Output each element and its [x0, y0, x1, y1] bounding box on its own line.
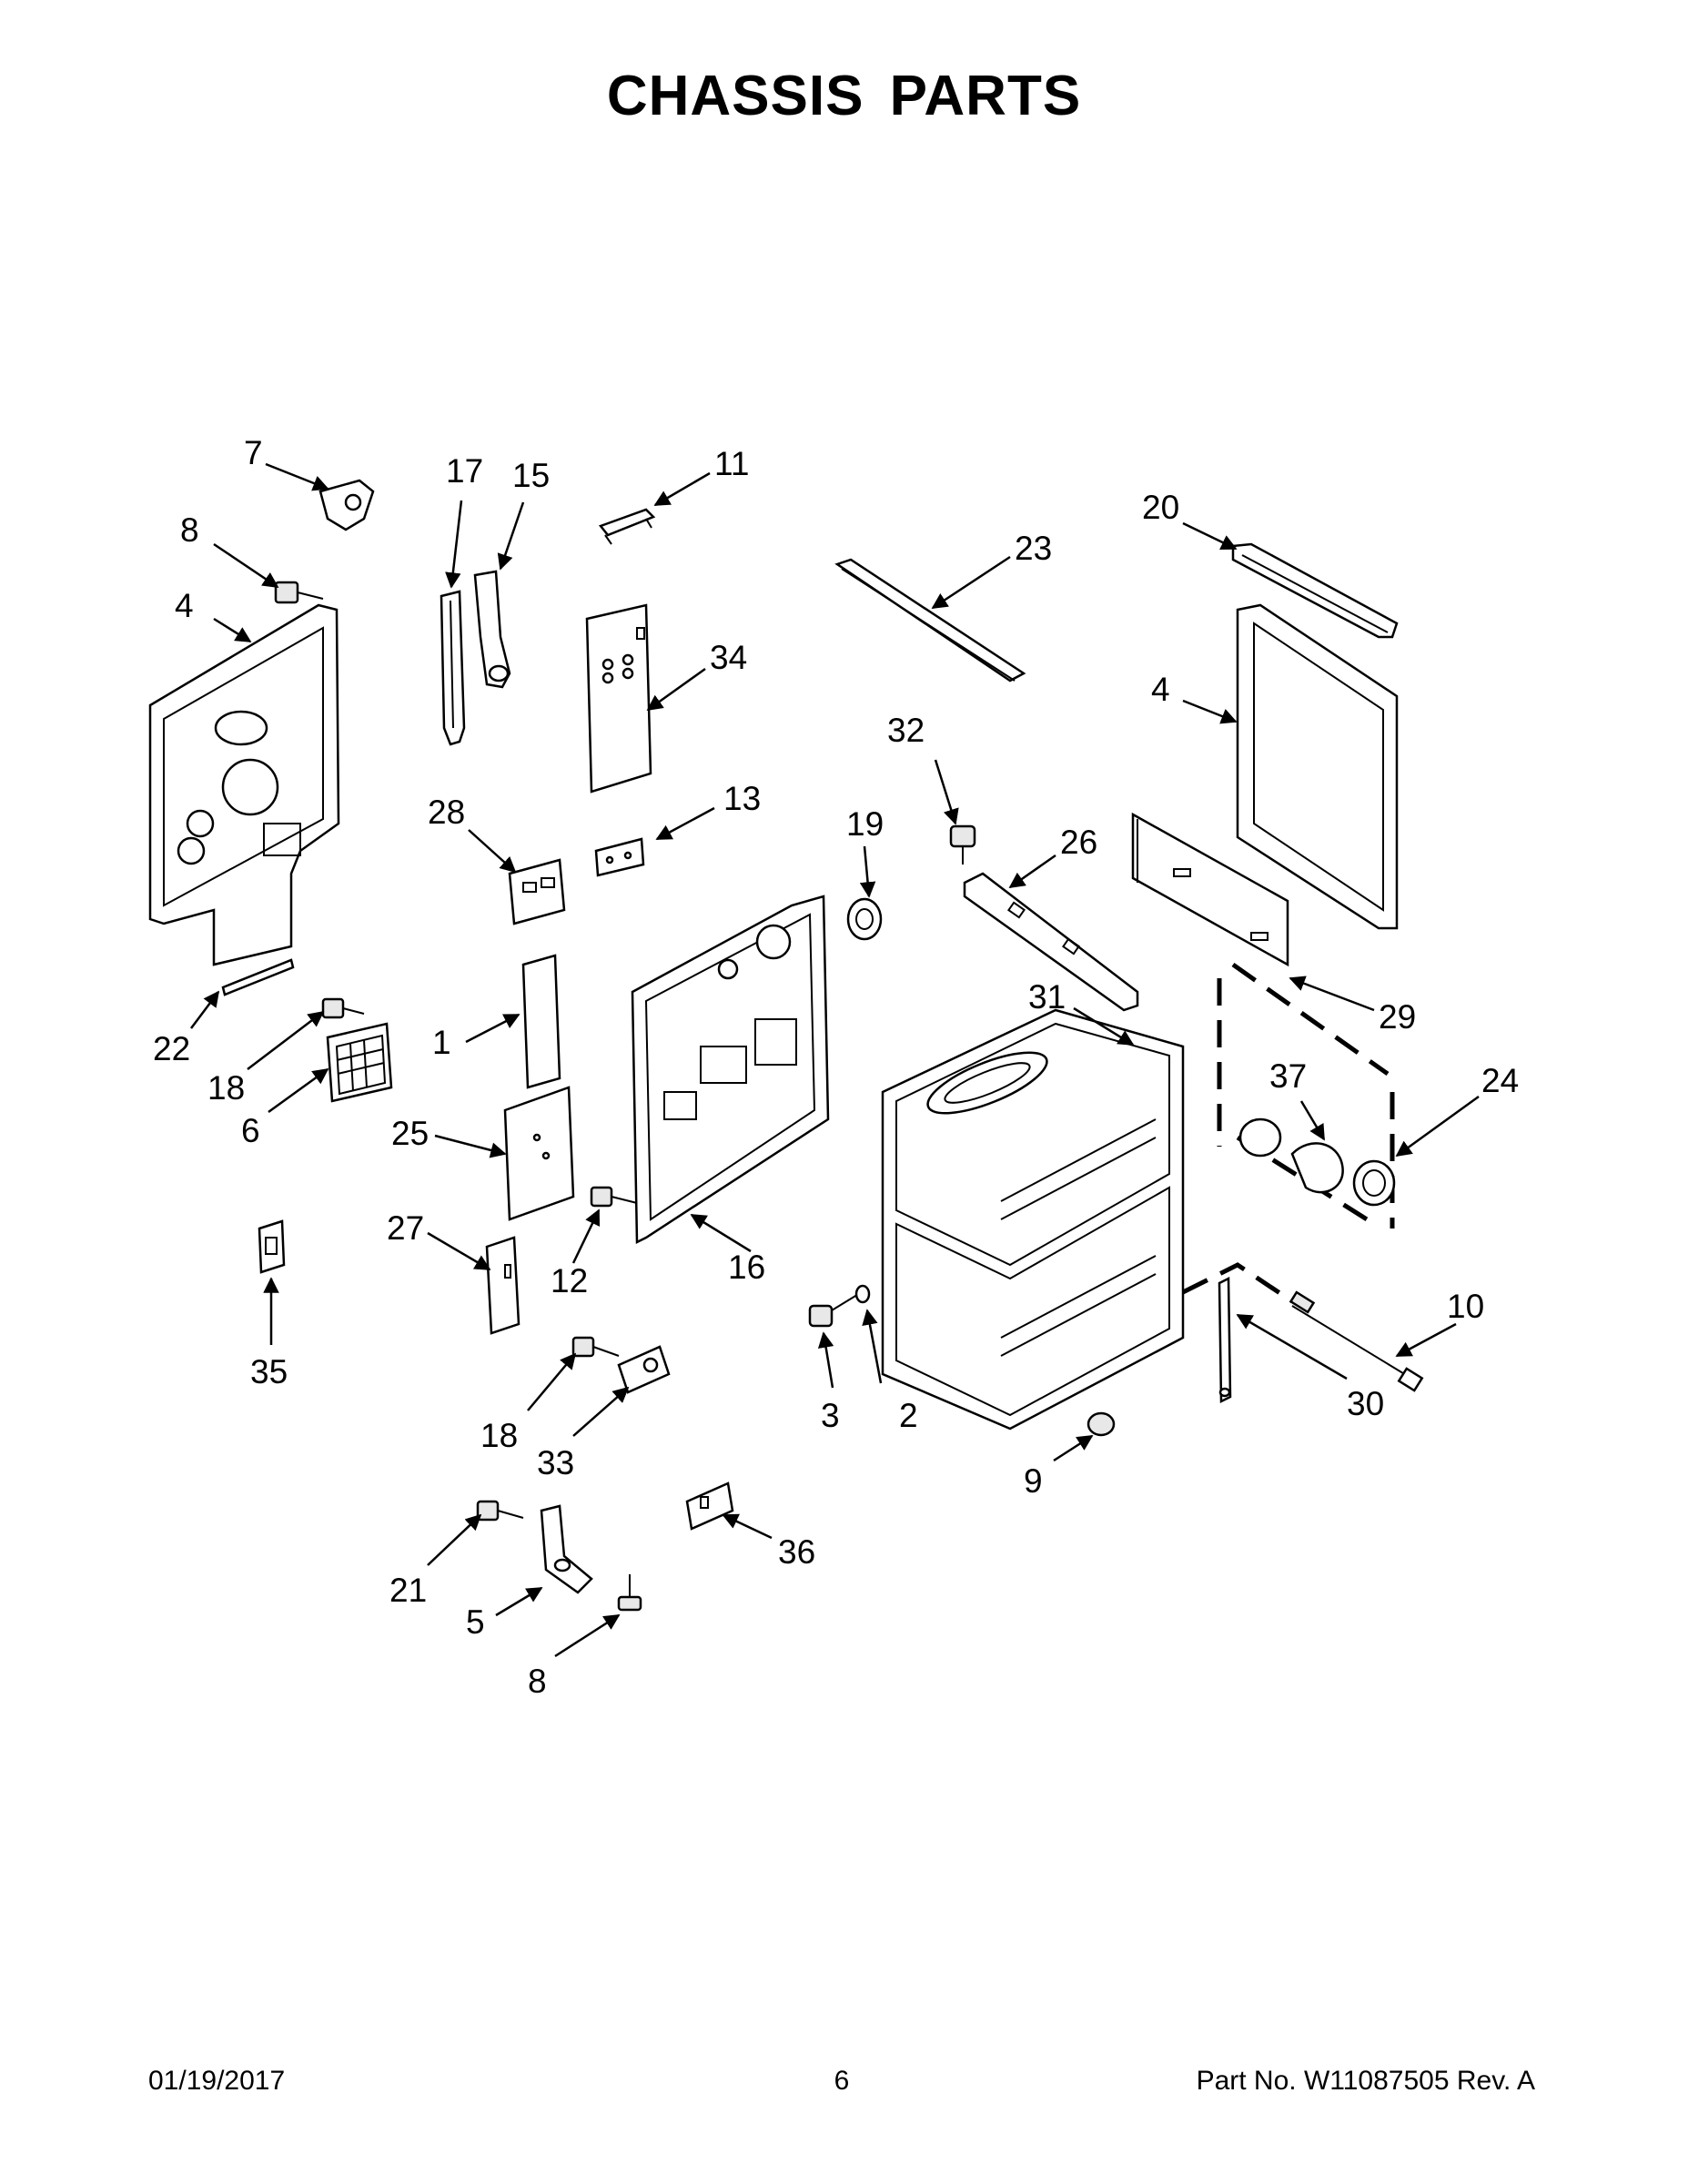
callout-25: 25 — [391, 1115, 429, 1152]
part-10-wire-sensor — [1181, 1262, 1424, 1392]
part-11-plate — [598, 508, 656, 545]
part-3-screw — [808, 1289, 865, 1328]
part-8-screw-top — [274, 581, 324, 604]
callout-7: 7 — [244, 434, 263, 471]
part-37-24-light-assembly — [1217, 962, 1396, 1228]
part-33-bracket — [617, 1345, 671, 1394]
callout-20: 20 — [1142, 489, 1179, 526]
part-1-channel — [521, 954, 561, 1089]
callout-10: 10 — [1447, 1288, 1484, 1325]
callout-30: 30 — [1347, 1385, 1384, 1422]
callout-29: 29 — [1379, 998, 1416, 1036]
part-4-frame-right — [1236, 603, 1399, 930]
part-4-side-panel-left — [148, 603, 340, 966]
callout-1: 1 — [432, 1024, 451, 1061]
callout-37: 37 — [1269, 1057, 1307, 1095]
part-7-bracket — [318, 479, 375, 531]
part-18-screw-b — [571, 1336, 620, 1358]
callout-13: 13 — [723, 780, 761, 817]
part-28-bracket — [508, 858, 566, 925]
callout-28: 28 — [428, 794, 465, 831]
part-9-plug — [1087, 1411, 1116, 1437]
callout-16: 16 — [728, 1249, 765, 1286]
part-18-screw-a — [321, 997, 365, 1019]
callout-18-upper: 18 — [207, 1069, 245, 1107]
part-20-strip — [1231, 542, 1399, 639]
footer-date: 01/19/2017 — [148, 2066, 286, 2096]
callout-2: 2 — [899, 1397, 918, 1434]
callout-labels: 7 17 15 11 20 8 23 4 34 4 32 28 13 19 26… — [153, 434, 1519, 1700]
callout-27: 27 — [387, 1209, 424, 1247]
part-12-screw — [590, 1186, 638, 1208]
part-17-channel — [440, 590, 466, 746]
callout-4-left: 4 — [175, 587, 194, 624]
part-23-rail — [834, 558, 1026, 682]
part-16-back-panel — [631, 895, 830, 1245]
callout-6: 6 — [241, 1112, 260, 1149]
part-13-plate — [594, 837, 645, 877]
callout-3: 3 — [821, 1397, 840, 1434]
callout-17: 17 — [446, 452, 483, 490]
page-title: CHASSIS PARTS — [606, 65, 1082, 127]
part-27-bracket — [485, 1236, 521, 1335]
callout-21: 21 — [389, 1572, 427, 1609]
callout-22: 22 — [153, 1030, 190, 1067]
part-15-duct — [473, 570, 511, 689]
callout-18-lower: 18 — [480, 1417, 518, 1454]
part-19-fan — [846, 897, 883, 941]
callout-31: 31 — [1028, 978, 1066, 1016]
callout-11: 11 — [714, 445, 749, 482]
callout-19: 19 — [846, 805, 884, 843]
callout-32: 32 — [887, 712, 925, 749]
part-5-leveling-bracket — [540, 1504, 593, 1594]
part-35-clip — [258, 1219, 286, 1274]
callout-34: 34 — [710, 639, 747, 676]
part-30-probe — [1218, 1276, 1232, 1404]
part-32-screw — [949, 824, 976, 864]
part-31-oven-cavity — [881, 1008, 1185, 1431]
part-29-panel — [1131, 812, 1289, 967]
part-34-bracket — [585, 603, 652, 794]
callout-24: 24 — [1481, 1062, 1519, 1099]
callout-23: 23 — [1015, 530, 1052, 567]
part-21-screw — [476, 1500, 524, 1522]
part-22-strip — [221, 958, 295, 996]
callout-36: 36 — [778, 1533, 815, 1571]
callout-12: 12 — [551, 1262, 588, 1299]
callout-4-right: 4 — [1151, 671, 1170, 708]
part-8-leveling-leg — [617, 1574, 642, 1612]
callout-15: 15 — [512, 457, 550, 494]
part-36-bracket — [685, 1481, 734, 1531]
footer-part-number: Part No. W11087505 Rev. A — [1196, 2066, 1535, 2096]
callout-9: 9 — [1024, 1462, 1043, 1500]
part-26-rail-assembly — [963, 872, 1139, 1012]
part-6-grille — [326, 1022, 393, 1103]
leader-lines — [190, 462, 1480, 1658]
callout-8-top: 8 — [180, 511, 199, 549]
callout-5: 5 — [466, 1603, 485, 1641]
callout-8-bottom: 8 — [528, 1663, 547, 1700]
callout-35: 35 — [250, 1353, 288, 1390]
part-25-plate — [503, 1086, 575, 1221]
footer-page-number: 6 — [834, 2066, 850, 2096]
callout-33: 33 — [537, 1444, 574, 1481]
part-2-washer — [854, 1284, 871, 1304]
callout-26: 26 — [1060, 824, 1097, 861]
